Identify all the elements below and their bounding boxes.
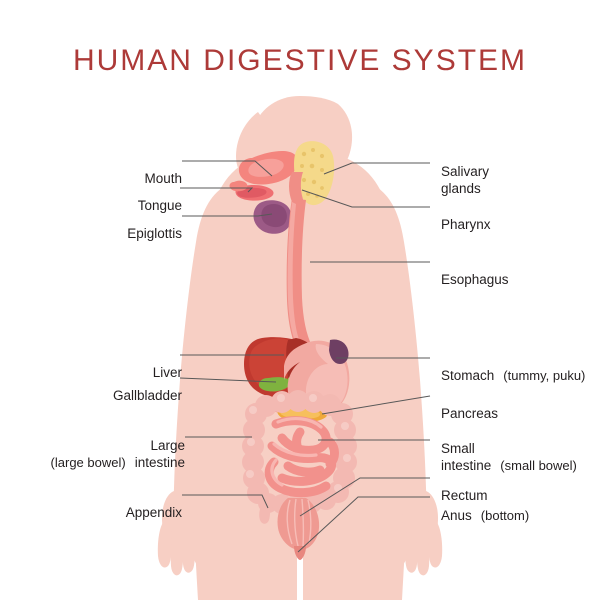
label-pancreas[interactable]: Pancreas [441, 406, 499, 421]
label-esophagus[interactable]: Esophagus [441, 272, 509, 287]
label-anus[interactable]: Anus (bottom) [441, 490, 599, 541]
label-rectum[interactable]: Rectum [441, 488, 488, 503]
page-title: HUMAN DIGESTIVE SYSTEM [72, 44, 528, 77]
label-appendix[interactable]: Appendix [125, 505, 182, 520]
label-pharynx[interactable]: Pharynx [441, 217, 491, 232]
small-intestine-highlight [270, 416, 323, 487]
esophagus-organ [286, 198, 312, 352]
pharynx-organ [289, 172, 304, 202]
label-mouth[interactable]: Mouth [144, 171, 182, 186]
label-stomach-alt: (tummy, puku) [503, 368, 586, 383]
label-stomach[interactable]: Stomach (tummy, puku) [441, 350, 599, 401]
label-large-intestine-alt: (large bowel) [50, 455, 126, 470]
label-large-intestine[interactable]: (large bowel) Large intestine [10, 420, 185, 488]
label-epiglottis[interactable]: Epiglottis [127, 226, 182, 241]
label-gallbladder[interactable]: Gallbladder [112, 388, 182, 403]
label-tongue[interactable]: Tongue [137, 198, 182, 213]
label-large-intestine-main: Large intestine [134, 438, 185, 470]
label-liver[interactable]: Liver [152, 365, 182, 380]
label-salivary-glands[interactable]: Salivary glands [441, 164, 490, 196]
label-anus-alt: (bottom) [480, 508, 530, 523]
salivary-gland-organ [294, 141, 335, 206]
label-stomach-main: Stomach [441, 368, 495, 383]
label-anus-main: Anus [441, 508, 472, 523]
label-small-intestine-alt: (small bowel) [500, 458, 577, 473]
label-small-intestine-main: Small intestine [441, 441, 492, 473]
label-small-intestine[interactable]: Small intestine (small bowel) [441, 423, 599, 491]
